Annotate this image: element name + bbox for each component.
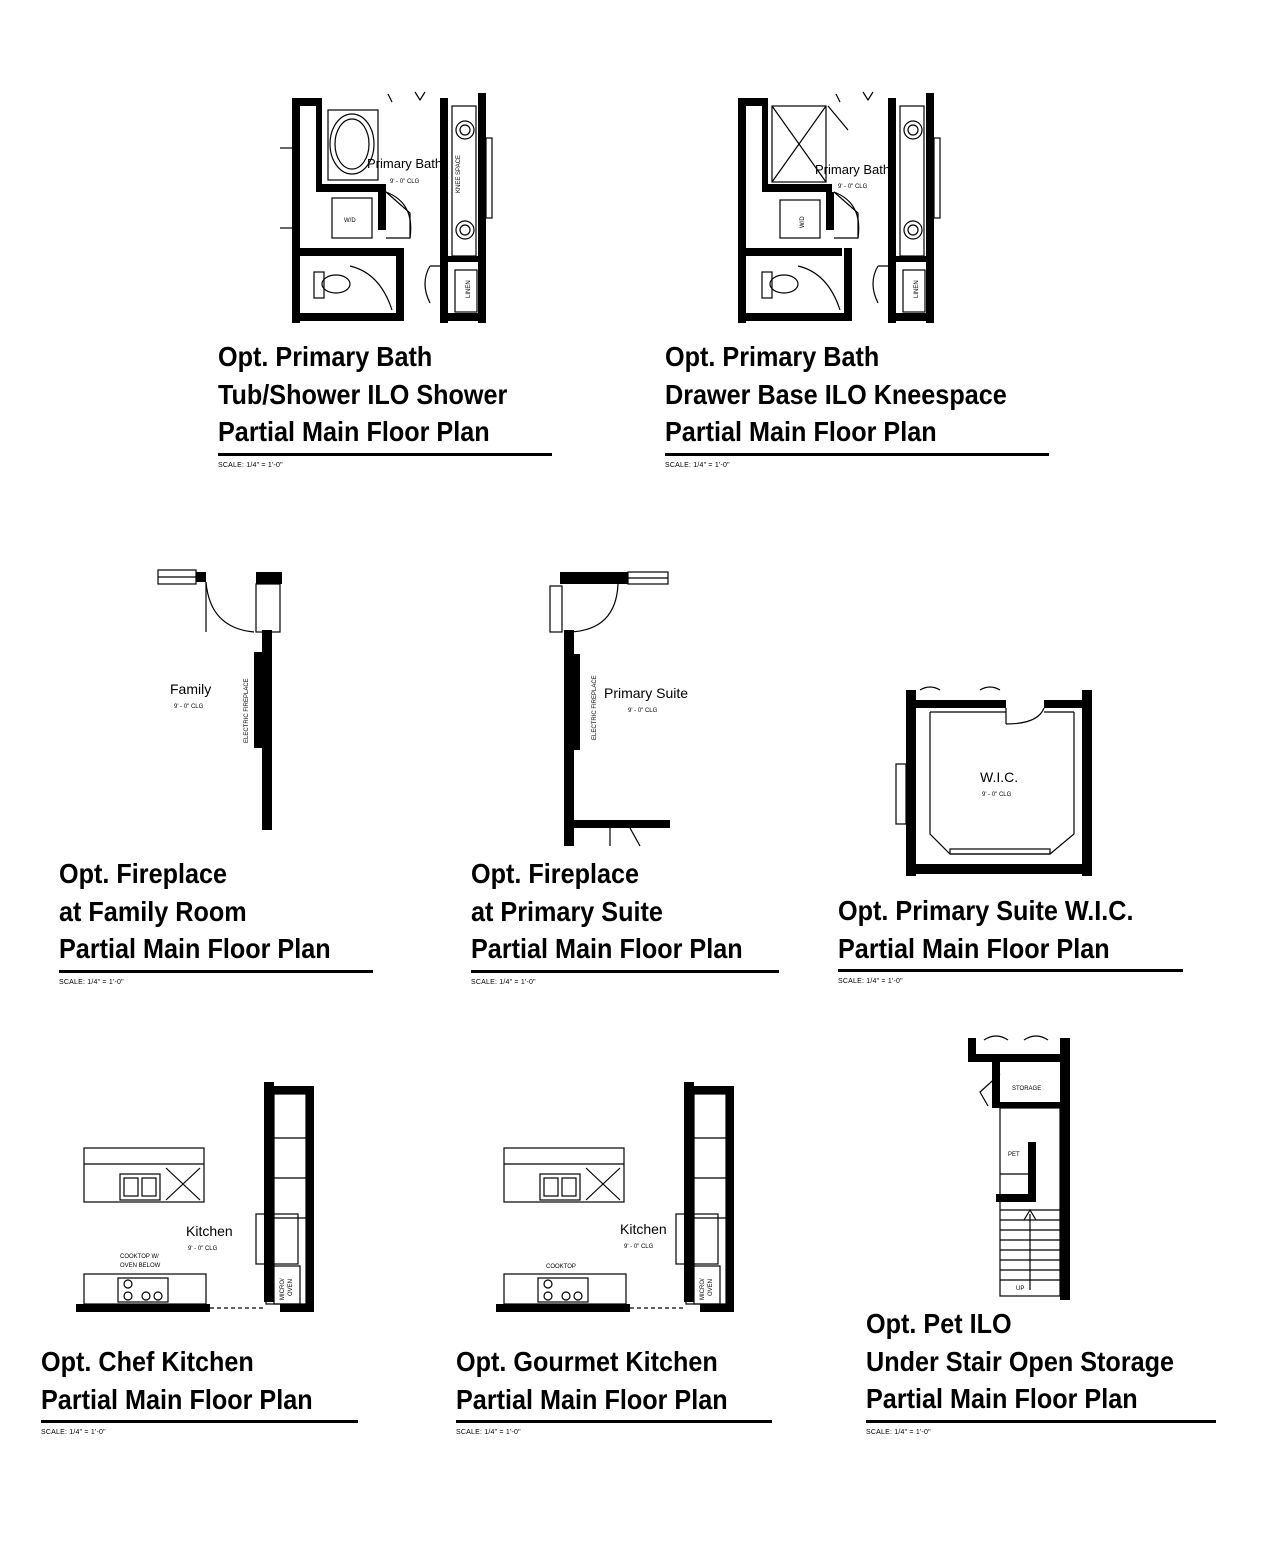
scale-label: SCALE: 1/4" = 1'-0" [41, 1429, 106, 1436]
scale-label: SCALE: 1/4" = 1'-0" [838, 978, 903, 985]
scale-label: SCALE: 1/4" = 1'-0" [866, 1428, 931, 1436]
caption-line: Opt. Primary Bath [665, 341, 880, 372]
room-label: Primary Bath [815, 162, 890, 177]
plan-chef-kitchen: Kitchen 9' - 0" CLG COOKTOP W/ OVEN BELO… [76, 1082, 314, 1312]
caption-line: Partial Main Floor Plan [665, 416, 937, 447]
ceiling-label: 9' - 0" CLG [838, 184, 868, 190]
scale-label: SCALE: 1/4" = 1'-0" [59, 978, 124, 986]
oven-label: OVEN [708, 1279, 714, 1296]
micro-label: MICRO/ [700, 1278, 706, 1300]
caption-line: Partial Main Floor Plan [838, 932, 1110, 964]
ceiling-label: 9' - 0" CLG [628, 708, 658, 714]
caption-line: Partial Main Floor Plan [59, 933, 331, 964]
caption-line: at Family Room [59, 895, 247, 927]
knee-space-label: KNEE SPACE [456, 155, 462, 193]
caption-bath-tub-shower: Opt. Primary Bath Tub/Shower ILO Shower … [218, 338, 552, 469]
storage-label: STORAGE [1012, 1086, 1041, 1092]
caption-wic: Opt. Primary Suite W.I.C. Partial Main F… [838, 892, 1183, 985]
oven-label: OVEN [288, 1279, 294, 1296]
ceiling-label: 9' - 0" CLG [624, 1244, 654, 1250]
caption-line: Under Stair Open Storage [866, 1345, 1175, 1377]
plan-fireplace-family: Family 9' - 0" CLG ELECTRIC FIREPLACE [157, 569, 282, 830]
caption-line: Opt. Fireplace [471, 858, 640, 889]
scale-label: SCALE: 1/4" = 1'-0" [665, 461, 730, 469]
room-label: Family [170, 681, 211, 697]
scale-label: SCALE: 1/4" = 1'-0" [218, 461, 283, 469]
ceiling-label: 9' - 0" CLG [174, 704, 204, 710]
caption-rule [838, 969, 1183, 972]
caption-rule [665, 452, 1049, 456]
caption-pet-storage: Opt. Pet ILO Under Stair Open Storage Pa… [866, 1305, 1216, 1436]
linen-label: LINEN [914, 280, 920, 298]
wd-label: W/D [800, 216, 806, 228]
fireplace-label: ELECTRIC FIREPLACE [592, 675, 598, 740]
plan-pet-storage: STORAGE PET UP [968, 1035, 1070, 1300]
room-label: Primary Suite [604, 685, 688, 701]
cooktop-label: COOKTOP [546, 1264, 576, 1270]
caption-line: Opt. Chef Kitchen [41, 1346, 254, 1377]
caption-line: Partial Main Floor Plan [218, 416, 490, 447]
cooktop-label: COOKTOP W/ [120, 1254, 159, 1260]
room-label: Kitchen [186, 1223, 233, 1239]
caption-gourmet-kitchen: Opt. Gourmet Kitchen Partial Main Floor … [456, 1343, 772, 1436]
caption-rule [471, 969, 779, 973]
caption-line: Opt. Primary Suite W.I.C. [838, 895, 1134, 926]
plan-bath-drawer-base: Primary Bath 9' - 0" CLG W/D LINEN [738, 91, 941, 323]
room-label: Kitchen [620, 1221, 667, 1237]
caption-line: Opt. Gourmet Kitchen [456, 1346, 718, 1377]
ceiling-label: 9' - 0" CLG [188, 1246, 218, 1252]
caption-line: Partial Main Floor Plan [471, 933, 743, 964]
caption-line: Drawer Base ILO Kneespace [665, 378, 1007, 410]
ceiling-label: 9' - 0" CLG [982, 792, 1012, 798]
caption-chef-kitchen: Opt. Chef Kitchen Partial Main Floor Pla… [41, 1343, 358, 1436]
caption-bath-drawer-base: Opt. Primary Bath Drawer Base ILO Kneesp… [665, 338, 1049, 469]
caption-line: Opt. Pet ILO [866, 1308, 1012, 1339]
caption-line: Partial Main Floor Plan [456, 1383, 728, 1415]
oven-below-label: OVEN BELOW [120, 1263, 161, 1269]
ceiling-label: 9' - 0" CLG [390, 179, 420, 185]
caption-line: Opt. Fireplace [59, 858, 228, 889]
caption-line: at Primary Suite [471, 895, 663, 927]
wd-label: W/D [344, 218, 356, 224]
caption-rule [41, 1420, 358, 1423]
caption-line: Partial Main Floor Plan [866, 1383, 1138, 1414]
caption-line: Partial Main Floor Plan [41, 1383, 313, 1415]
caption-line: Tub/Shower ILO Shower [218, 378, 508, 410]
room-label: Primary Bath [367, 156, 442, 171]
caption-rule [456, 1420, 772, 1423]
caption-rule [59, 969, 373, 973]
plan-gourmet-kitchen: Kitchen 9' - 0" CLG COOKTOP MICRO/ OVEN [496, 1082, 734, 1312]
up-label: UP [1016, 1286, 1024, 1292]
linen-label: LINEN [466, 280, 472, 298]
caption-fireplace-family: Opt. Fireplace at Family Room Partial Ma… [59, 855, 373, 986]
plan-wic: W.I.C. 9' - 0" CLG [895, 686, 1092, 876]
caption-fireplace-suite: Opt. Fireplace at Primary Suite Partial … [471, 855, 779, 986]
fireplace-label: ELECTRIC FIREPLACE [244, 678, 250, 743]
caption-rule [218, 452, 552, 456]
plan-bath-tub-shower: Primary Bath 9' - 0" CLG W/D KNEE SPACE … [280, 91, 493, 323]
scale-label: SCALE: 1/4" = 1'-0" [456, 1429, 521, 1436]
room-label: W.I.C. [980, 769, 1018, 785]
plan-fireplace-suite: Primary Suite 9' - 0" CLG ELECTRIC FIREP… [549, 571, 688, 847]
caption-rule [866, 1419, 1216, 1423]
caption-line: Opt. Primary Bath [218, 341, 433, 372]
scale-label: SCALE: 1/4" = 1'-0" [471, 978, 536, 986]
micro-label: MICRO/ [280, 1278, 286, 1300]
pet-label: PET [1008, 1152, 1020, 1158]
